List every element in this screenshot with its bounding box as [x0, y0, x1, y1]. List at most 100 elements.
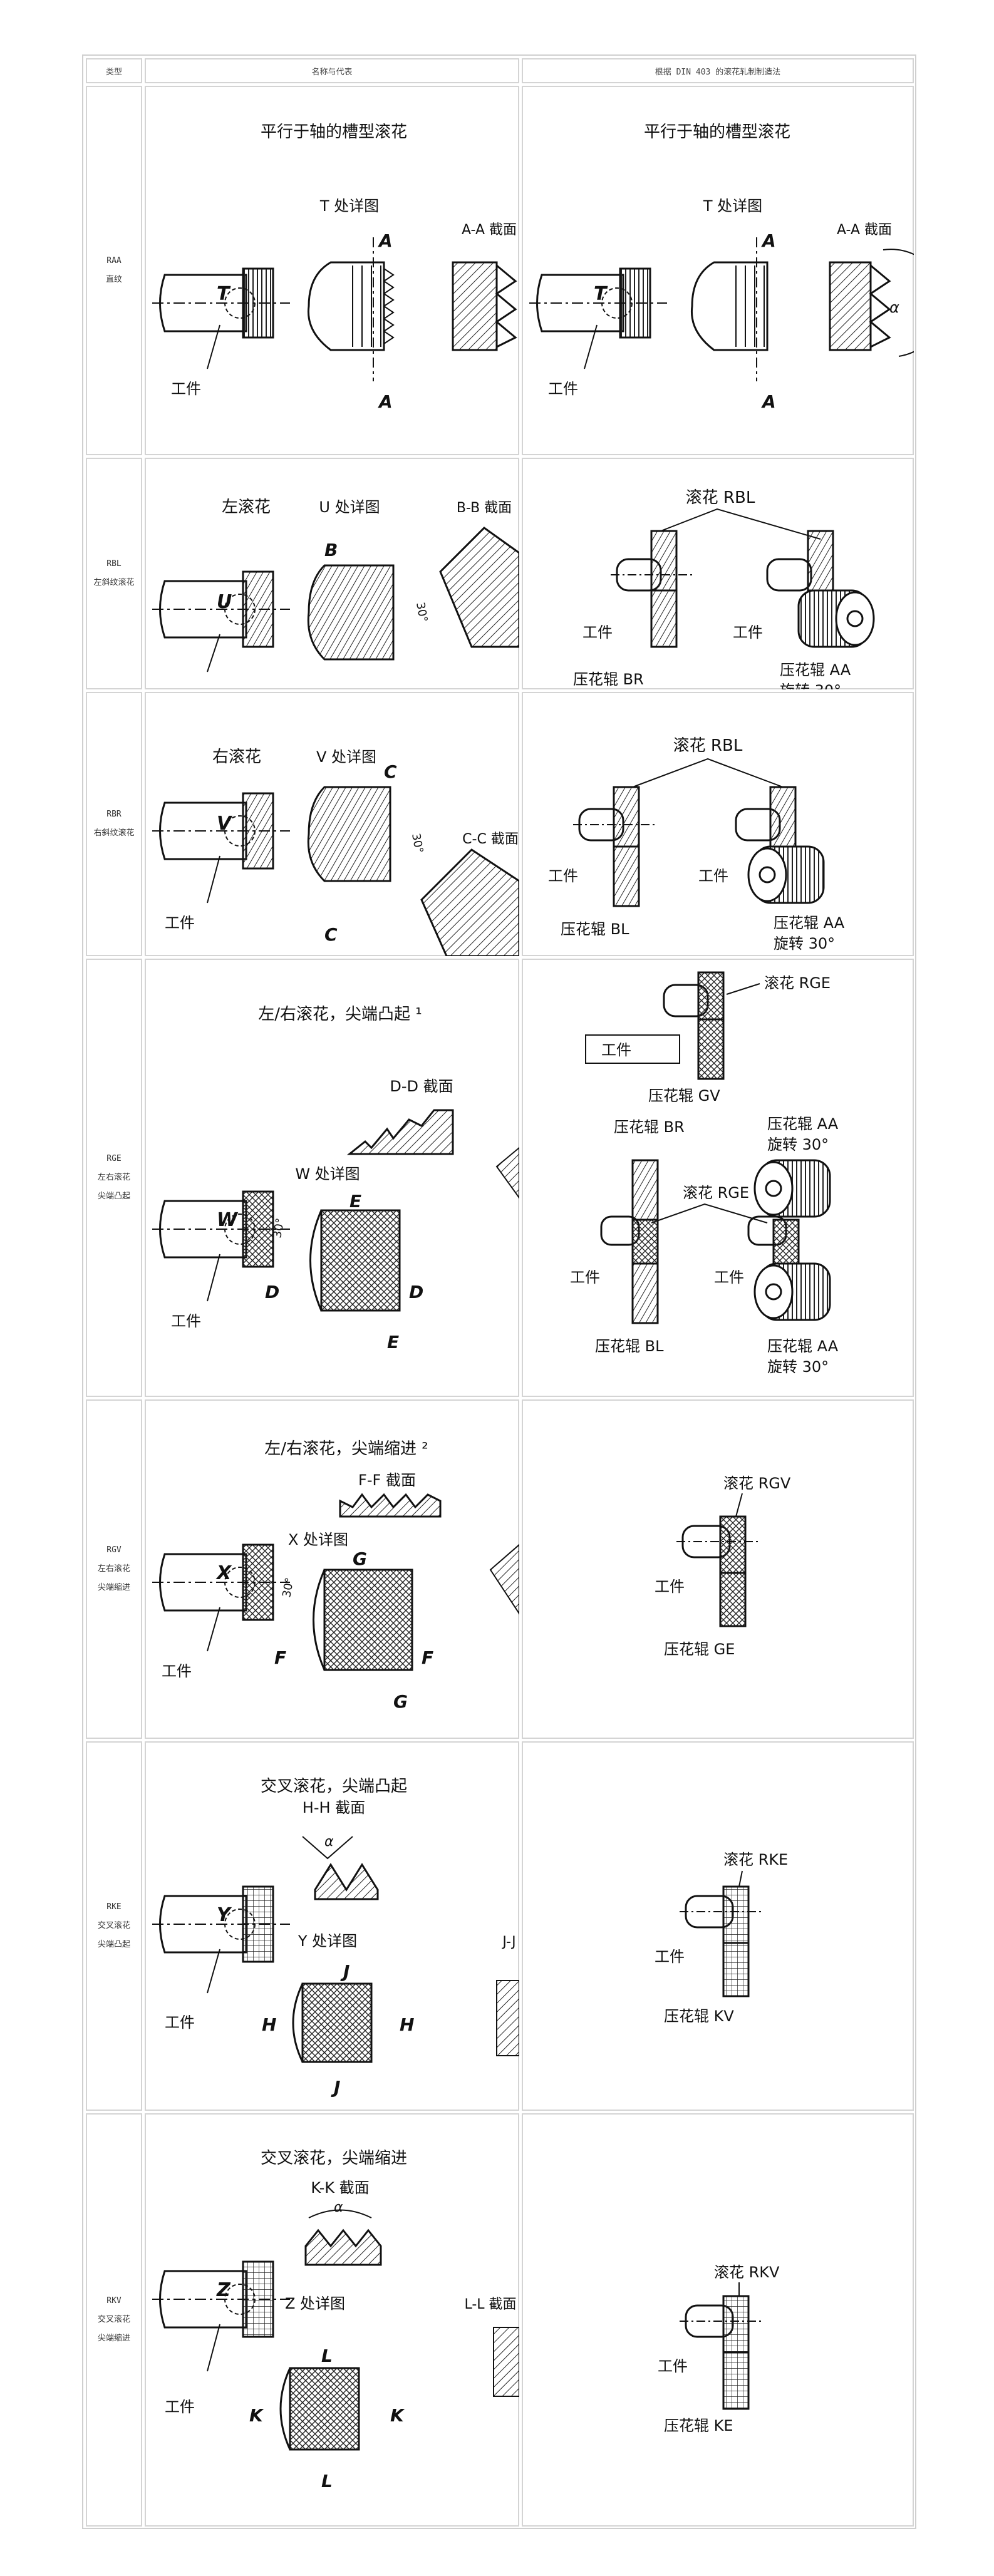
detail-circle [224, 2284, 256, 2315]
type-desc: 左斜纹滚花 [93, 578, 135, 587]
section-shape [829, 261, 872, 351]
row-rgv-rolling-figure: 滚花 RGV 工件 压花辊 GE [522, 1399, 914, 1739]
part-label: 工件 [655, 1578, 685, 1595]
type-code: RKE [106, 1902, 122, 1912]
knurl-band-2 [807, 530, 834, 592]
fig-title: 交叉滚花，尖端凸起 [261, 1777, 407, 1796]
rot1-label: 旋转 30° [767, 1136, 829, 1153]
section-shape [346, 1109, 454, 1155]
leader-line [207, 634, 220, 672]
section-shape-2 [495, 1146, 519, 1199]
fig-section-label: A-A 截面 [462, 222, 517, 238]
leader-line [207, 1254, 220, 1302]
roller-label-1: 压花辊 BL [561, 920, 629, 938]
type-code: RBR [106, 810, 122, 820]
fig-section-label-2: L-L 截面 [464, 2297, 516, 2312]
rkv-name-drawing: 交叉滚花，尖端缩进 K-K 截面 α Z 处详图 L-L 截面 Z 工件 L L… [152, 2149, 519, 2491]
detail-mark: Y [217, 1904, 232, 1926]
knurl-leader-top [726, 983, 760, 995]
row-raa-type: RAA 直纹 [86, 86, 142, 455]
fig-detail-label: V 处详图 [316, 748, 376, 766]
fig-section-label: A-A 截面 [837, 222, 892, 238]
detail-view [307, 261, 385, 351]
roller-label: 压花辊 KV [664, 2007, 734, 2025]
knurl-leaders [660, 508, 821, 540]
detail-circle [224, 815, 256, 847]
section-shape [439, 527, 519, 648]
workpiece-shape [159, 801, 247, 860]
cut-mark: B [324, 540, 338, 560]
detail-view [307, 786, 391, 882]
type-desc-2: 尖端凸起 [97, 1939, 130, 1949]
section-shape-2 [493, 2327, 519, 2397]
type-desc: 交叉滚花 [97, 1921, 130, 1931]
header-name: 名称与代表 [145, 58, 519, 83]
workpiece-2 [766, 558, 812, 592]
cut-mark-g-top: G [353, 1548, 367, 1569]
row-rkv-type: RKV 交叉滚花 尖端缩进 [86, 2113, 142, 2527]
fig-detail-label: Z 处详图 [285, 2295, 345, 2312]
type-desc: 左右滚花 [97, 1173, 130, 1183]
fig-section-label: D-D 截面 [390, 1078, 453, 1095]
knurl-band-top [697, 971, 725, 1021]
knurl-band-1 [650, 530, 678, 592]
knurl-leader [738, 1870, 743, 1887]
part-label-1: 工件 [548, 867, 578, 885]
cut-mark-top: A [761, 230, 776, 251]
section-teeth [869, 264, 891, 348]
header-type: 类型 [86, 58, 142, 83]
knurl-label: 滚花 RBL [673, 736, 743, 755]
detail-mark: Z [216, 2279, 231, 2301]
cut-mark-d-left: D [265, 1282, 279, 1302]
detail-view [301, 1982, 373, 2063]
detail-circle [224, 287, 256, 319]
fig-detail-label: X 处详图 [288, 1531, 348, 1548]
knurl-band [722, 2295, 750, 2354]
fig-title: 左/右滚花，尖端缩进 ² [264, 1440, 428, 1458]
part-label: 工件 [171, 1312, 201, 1330]
roller-1 [613, 845, 640, 907]
roller-aa1-label: 压花辊 AA [767, 1115, 839, 1133]
cut-mark-k-left: K [249, 2405, 264, 2426]
section-shape [420, 848, 519, 956]
knurl-band-2 [769, 786, 797, 848]
rgv-name-drawing: 左/右滚花，尖端缩进 ² F-F 截面 X 处详图 X 工件 G G F F 3… [152, 1440, 519, 1712]
cut-mark-k-right: K [390, 2405, 405, 2426]
roller-br [631, 1159, 659, 1221]
rbr-rolling-drawing: 滚花 RBL 工件 压花辊 BL 工件 压花辊 AA 旋转 30° [548, 736, 845, 952]
fig-title: 左滚花 [222, 498, 271, 517]
alpha-arc [308, 2209, 372, 2218]
fig-detail-label: T 处详图 [319, 197, 379, 215]
cut-mark-bottom: A [761, 391, 776, 412]
workpiece-shape [159, 1553, 247, 1612]
detail-circle [601, 287, 633, 319]
detail-circle [224, 1909, 256, 1940]
row-rge-rolling-figure: 滚花 RGE 工件 压花辊 GV 压花辊 BR 压花辊 AA 旋转 30° 滚花… [522, 959, 914, 1397]
type-code: RGE [106, 1154, 122, 1164]
fig-title: 平行于轴的槽型滚花 [644, 123, 790, 142]
detail-mark: T [594, 283, 608, 305]
roller-aa2-label: 压花辊 AA [767, 1337, 839, 1355]
detail-mark: V [217, 813, 233, 835]
header-type-text: 类型 [105, 67, 122, 77]
roller-label-1: 压花辊 BR [573, 671, 644, 688]
header-rolling: 根据 DIN 403 的滚花轧制制造法 [522, 58, 914, 83]
cut-mark-e-bottom: E [387, 1332, 399, 1352]
detail-end [279, 2367, 291, 2450]
cut-mark-h-left: H [262, 2014, 276, 2035]
type-desc-2: 尖端缩进 [97, 1582, 130, 1592]
type-desc-2: 尖端凸起 [97, 1191, 130, 1201]
row-rbr-name-figure: 右滚花 V 处详图 C-C 截面 V 工件 C C 30° [145, 692, 519, 956]
part-label-1: 工件 [582, 624, 613, 641]
angle-label: 30° [280, 1577, 296, 1599]
type-code: RGV [106, 1545, 122, 1555]
workpiece-shape [159, 1200, 247, 1259]
cut-mark-j-top: J [340, 1961, 349, 1982]
leader-line [207, 855, 220, 904]
detail-view [323, 1569, 413, 1671]
rotation-label: 旋转 30° [780, 682, 841, 689]
leader-line [207, 1949, 220, 1994]
alpha-vee [302, 1836, 353, 1860]
part-label: 工件 [658, 2357, 688, 2375]
fig-detail-label: T 处详图 [703, 197, 762, 215]
